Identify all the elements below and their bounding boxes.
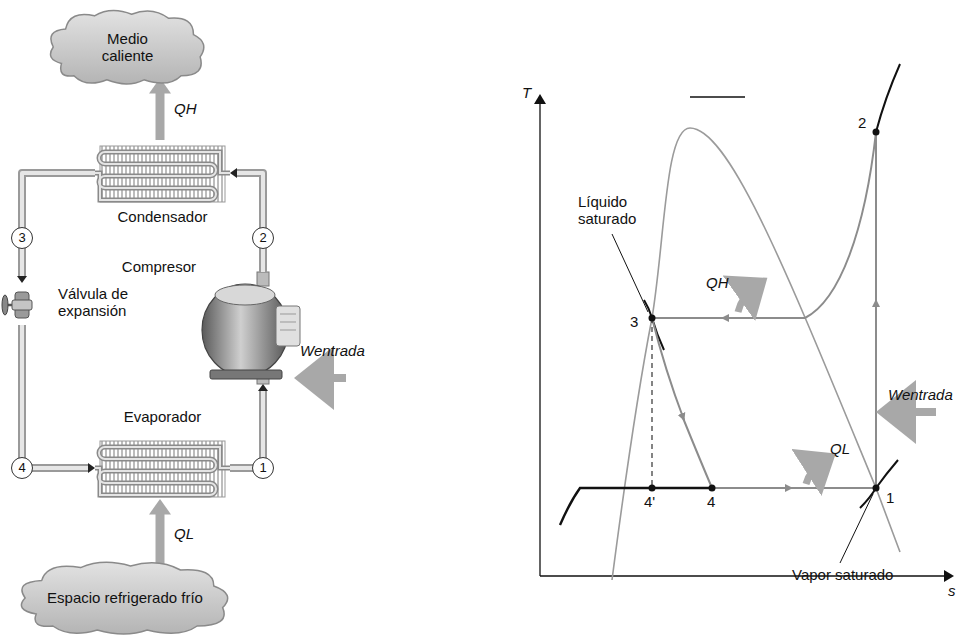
refrigerant-pipe	[22, 325, 95, 473]
pipe-bore	[22, 325, 89, 468]
refrigerant-pipe	[17, 173, 95, 283]
arrowhead	[88, 463, 95, 473]
state-point-label: 3	[630, 313, 638, 330]
evaporator-coil	[95, 441, 230, 497]
component-label: Compresor	[122, 258, 196, 275]
condenser-coil	[95, 146, 230, 202]
heat-label: QH	[706, 274, 729, 291]
heat-flow-arrow	[149, 78, 171, 140]
refrigerant-pipe	[230, 168, 263, 272]
heat-label: QL	[172, 525, 196, 542]
state-number: 1	[252, 457, 274, 479]
cold-space-cloud: Espacio refrigerado frío	[14, 558, 236, 638]
state-point-label: 2	[858, 114, 866, 131]
ts-diagram	[540, 64, 952, 580]
curve-label: Vapor saturado	[792, 566, 893, 583]
component-label: Válvula de expansión	[58, 285, 153, 320]
compressor: Compresor	[200, 272, 300, 384]
pipe-wall	[230, 390, 263, 468]
heat-arrow-shaft	[156, 512, 165, 568]
pipe-bore	[22, 173, 95, 277]
expansion-valve: Válvula de expansión	[6, 283, 42, 325]
cloud-text-area: Espacio refrigerado frío	[14, 558, 236, 638]
cloud-outline	[51, 10, 204, 83]
arrowhead	[258, 384, 268, 391]
state-point-label: 1	[886, 489, 894, 506]
work-label: Wentrada	[888, 386, 953, 403]
compressor-body	[202, 272, 300, 384]
heat-flow-arrow	[149, 499, 171, 568]
pipe-bore	[230, 390, 263, 468]
hot-medium-cloud: Medio caliente	[45, 6, 210, 88]
work-label: Wentrada	[300, 342, 365, 359]
work-arrow	[310, 374, 346, 382]
pipe-bore	[236, 173, 263, 272]
state-number: 2	[252, 227, 274, 249]
cloud-label: Espacio refrigerado frío	[47, 589, 203, 606]
state-point-label: 4'	[644, 493, 655, 510]
pipe-wall	[236, 173, 263, 272]
arrowhead	[230, 168, 237, 178]
pipe-wall	[22, 325, 89, 468]
pipe-wall	[22, 173, 95, 277]
expansion-valve	[2, 292, 32, 318]
arrowhead	[149, 499, 171, 514]
cloud-label: Medio caliente	[83, 30, 173, 65]
axis-label: s	[948, 582, 956, 599]
condenser: Condensador	[95, 140, 230, 204]
evaporator: Evaporador	[95, 435, 230, 499]
component-label: Evaporador	[85, 408, 240, 425]
cloud-outline	[21, 562, 227, 634]
state-number: 3	[11, 227, 33, 249]
refrigerant-pipe	[230, 384, 268, 468]
cloud-text-area: Medio caliente	[45, 6, 210, 88]
component-label: Condensador	[85, 208, 240, 225]
heat-label: QH	[172, 100, 199, 117]
curve-label: Líquido saturado	[578, 193, 658, 228]
heat-arrow-shaft	[156, 91, 165, 140]
arrowhead	[17, 276, 27, 283]
state-point-label: 4	[707, 493, 715, 510]
heat-label: QL	[830, 440, 850, 457]
state-number: 4	[11, 457, 33, 479]
axis-label: T	[522, 84, 531, 101]
